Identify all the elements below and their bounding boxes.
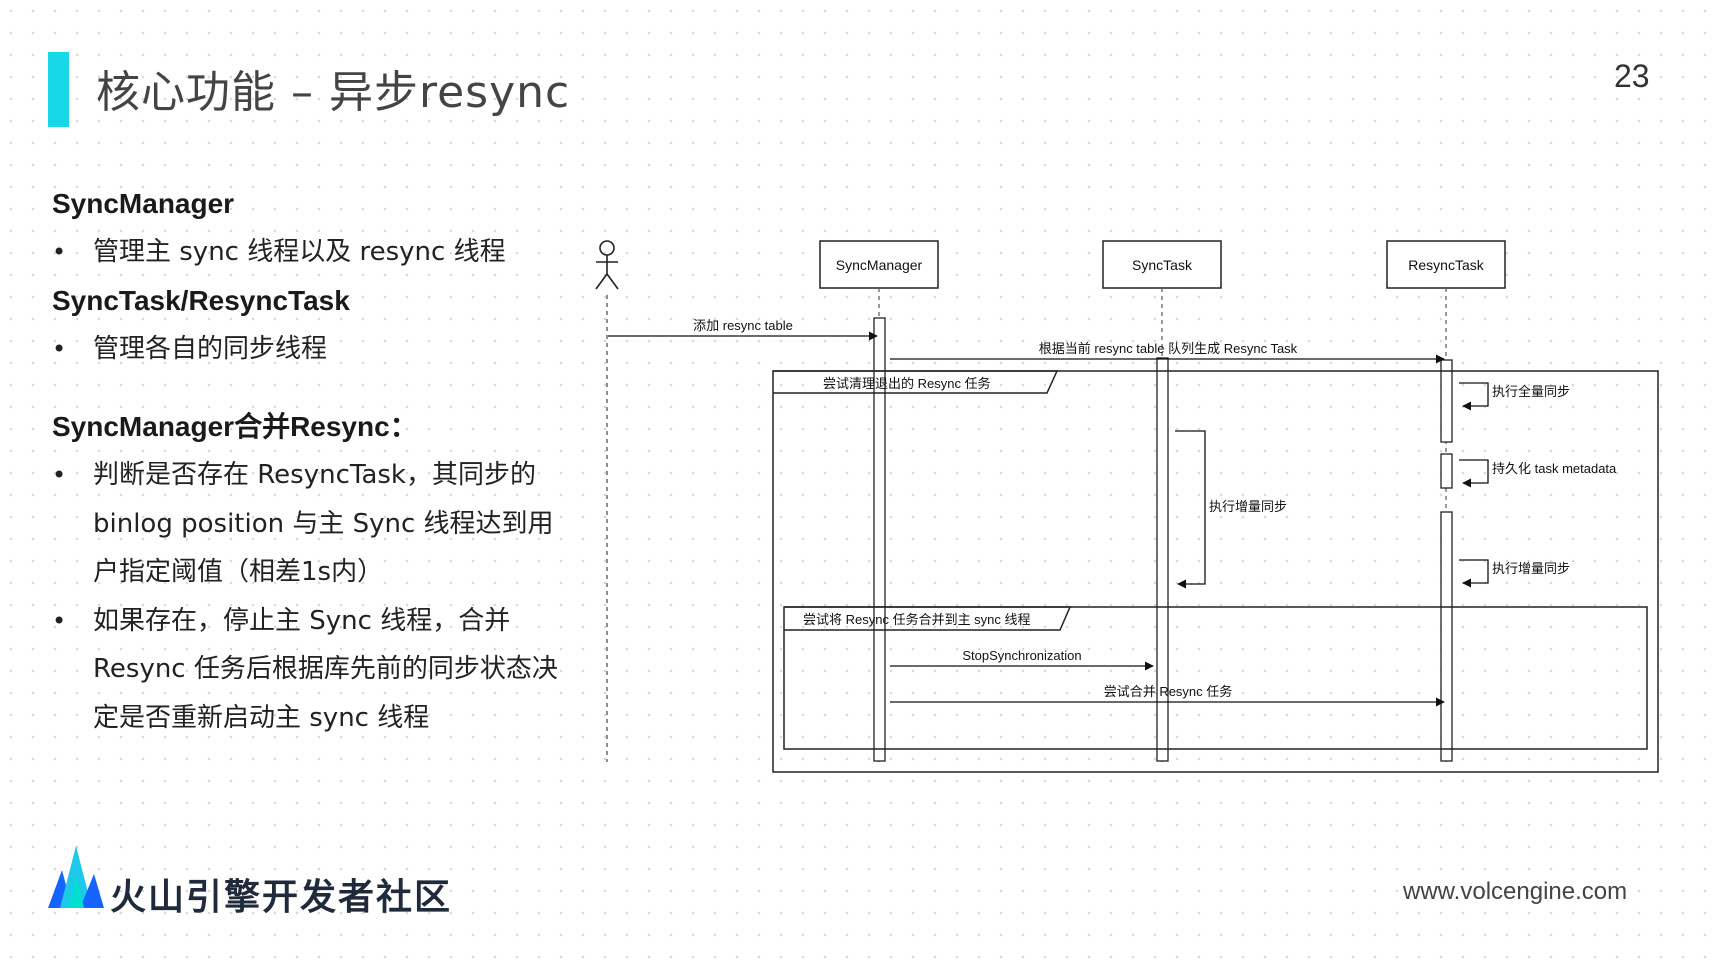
participant-sync-task-label: SyncTask (1132, 257, 1193, 273)
message-try-merge-resync-label: 尝试合并 Resync 任务 (1104, 684, 1233, 699)
frame-inner-label: 尝试将 Resync 任务合并到主 sync 线程 (803, 612, 1031, 627)
brand-logo-icon (48, 846, 104, 908)
self-message-persist-metadata-label: 持久化 task metadata (1492, 461, 1617, 476)
frame-outer-tab (773, 370, 1059, 394)
activation-sync-manager (873, 317, 886, 762)
participant-sync-manager-label: SyncManager (836, 257, 923, 273)
bullet-manage-threads: 管理主 sync 线程以及 resync 线程 (52, 228, 572, 277)
participant-sync-task (1102, 240, 1222, 289)
message-stop-synchronization-label: StopSynchronization (962, 648, 1081, 663)
self-message-incremental-sync-main-label: 执行增量同步 (1209, 499, 1287, 514)
message-add-resync-table-label: 添加 resync table (693, 318, 793, 333)
participant-resync-task-label: ResyncTask (1408, 257, 1484, 273)
bullet-check-resync-task: 判断是否存在 ResyncTask，其同步的 binlog position 与… (52, 451, 572, 597)
brand-name: 火山引擎开发者社区 (110, 877, 453, 918)
heading-sync-resync-task: SyncTask/ResyncTask (52, 284, 350, 316)
bullet-manage-own-threads: 管理各自的同步线程 (52, 325, 572, 374)
self-message-incremental-sync-resync (1459, 559, 1489, 588)
bullet-stop-and-merge: 如果存在，停止主 Sync 线程，合并 Resync 任务后根据库先前的同步状态… (52, 597, 572, 743)
self-message-full-sync-label: 执行全量同步 (1492, 384, 1570, 399)
activation-sync-task (1156, 357, 1169, 762)
self-message-full-sync (1459, 382, 1489, 411)
actor-icon (595, 240, 619, 290)
title-accent-bar (48, 52, 69, 127)
website-url: www.volcengine.com (1403, 878, 1628, 905)
frame-inner (783, 606, 1648, 750)
activation-resync-task-3 (1440, 511, 1453, 762)
page-number: 23 (1614, 58, 1650, 94)
self-message-persist-metadata (1459, 459, 1489, 488)
participant-sync-manager (819, 240, 939, 289)
participant-resync-task (1386, 240, 1506, 289)
message-generate-resync-task-label: 根据当前 resync table 队列生成 Resync Task (1039, 341, 1298, 356)
self-message-incremental-sync-resync-label: 执行增量同步 (1492, 561, 1570, 576)
slide-title: 核心功能 – 异步resync (96, 67, 571, 118)
content-text: SyncManager 管理主 sync 线程以及 resync 线程 Sync… (52, 180, 572, 742)
frame-inner-tab (784, 606, 1072, 631)
frame-outer (772, 370, 1659, 773)
activation-resync-task-1 (1440, 359, 1453, 443)
heading-sync-manager: SyncManager (52, 188, 235, 219)
frame-outer-label: 尝试清理退出的 Resync 任务 (823, 376, 991, 391)
heading-merge-resync: SyncManager合并Resync： (52, 411, 418, 442)
activation-resync-task-2 (1440, 453, 1453, 489)
self-message-incremental-sync-main (1175, 430, 1206, 589)
